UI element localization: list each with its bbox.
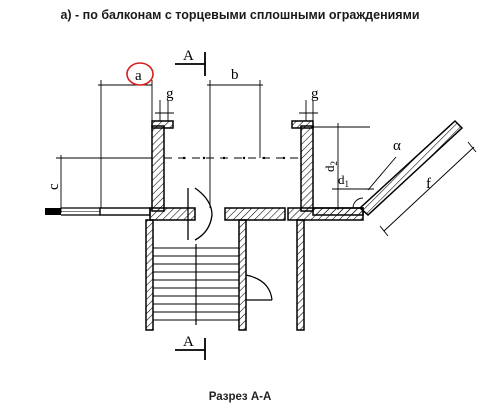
dimension-alpha: [367, 156, 397, 191]
section-mark-bottom: [175, 338, 206, 360]
label-f: f: [426, 176, 431, 192]
left-balcony-slab: [45, 207, 151, 216]
label-d2: d2: [322, 161, 339, 172]
door-swing: [187, 187, 213, 241]
dimension-a: [98, 80, 153, 208]
stair-treads: [153, 244, 239, 325]
right-parapet: [291, 120, 314, 212]
right-balcony-slab: [312, 119, 464, 217]
dimension-g-right: [299, 100, 318, 121]
label-c: c: [46, 183, 62, 190]
dimension-d1: [332, 188, 374, 209]
lower-walls: [145, 219, 305, 331]
label-g-left: g: [166, 86, 174, 102]
label-b: b: [231, 67, 239, 83]
dimension-f: [379, 141, 477, 237]
left-parapet: [151, 120, 174, 212]
section-mark-top: [175, 52, 206, 76]
gap-dashed-line: [164, 156, 301, 160]
label-a: a: [135, 68, 142, 84]
dimension-b: [207, 80, 263, 208]
page-title: а) - по балконам с торцевыми сплошными о…: [60, 8, 420, 22]
dimension-c: [56, 155, 152, 213]
highlight-circle: [126, 62, 154, 86]
section-label-bottom: A: [183, 334, 194, 350]
section-label-top: A: [183, 48, 194, 64]
label-g-right: g: [311, 86, 319, 102]
label-d1: d1: [338, 172, 349, 189]
lower-door: [245, 274, 273, 301]
dimension-g-left: [155, 100, 174, 121]
label-alpha: α: [393, 138, 401, 154]
dimension-d2: [313, 123, 370, 210]
caption: Разрез А-А: [208, 391, 272, 403]
